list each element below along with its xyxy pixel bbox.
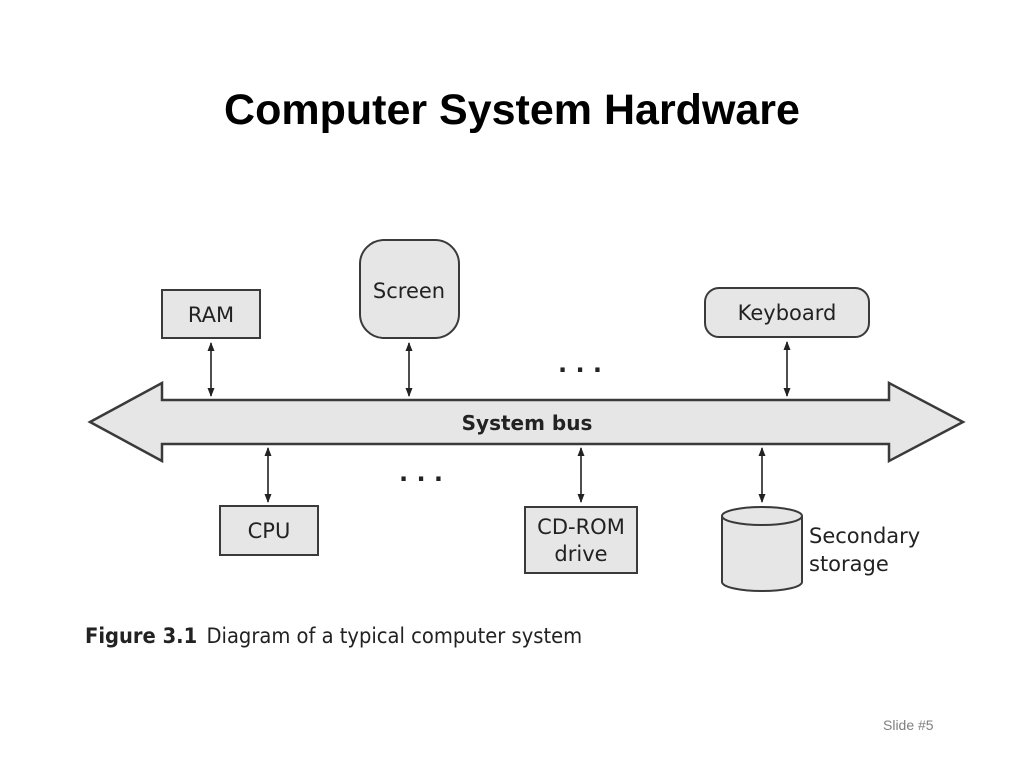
- screen-component: Screen: [359, 239, 460, 339]
- keyboard-label: Keyboard: [738, 301, 837, 325]
- screen-box: [359, 239, 460, 339]
- system-bus-label: System bus: [462, 411, 593, 435]
- slide-title: Computer System Hardware: [224, 86, 800, 134]
- secondary-storage-label-line1: Secondary: [809, 524, 920, 548]
- cdrom-component: CD-ROM drive: [524, 506, 638, 574]
- cpu-box: [219, 505, 319, 556]
- figure-number: Figure 3.1: [85, 624, 198, 648]
- figure-caption: Figure 3.1 Diagram of a typical computer …: [85, 624, 582, 648]
- ram-label: RAM: [188, 303, 234, 327]
- cpu-component: CPU: [219, 505, 319, 556]
- ellipsis-bottom: . . .: [399, 459, 443, 487]
- cpu-label: CPU: [248, 519, 291, 543]
- screen-label: Screen: [373, 279, 445, 303]
- cdrom-label-line2: drive: [554, 542, 607, 566]
- ellipsis-top: . . .: [558, 350, 602, 378]
- ram-box: [161, 289, 261, 339]
- slide-number: Slide #5: [883, 717, 934, 733]
- secondary-storage-cylinder: [721, 516, 803, 592]
- cdrom-box: [524, 506, 638, 574]
- cdrom-label-line1: CD-ROM: [537, 515, 625, 539]
- ram-component: RAM: [161, 289, 261, 339]
- keyboard-box: [704, 287, 870, 338]
- secondary-storage-label-line2: storage: [809, 552, 889, 576]
- figure-caption-text: Diagram of a typical computer system: [206, 624, 583, 648]
- secondary-storage-component: Secondary storage: [721, 506, 920, 592]
- system-bus: System bus: [87, 380, 966, 464]
- system-bus-arrow: [87, 380, 966, 464]
- keyboard-component: Keyboard: [704, 287, 870, 338]
- secondary-storage-cylinder-top: [721, 506, 803, 526]
